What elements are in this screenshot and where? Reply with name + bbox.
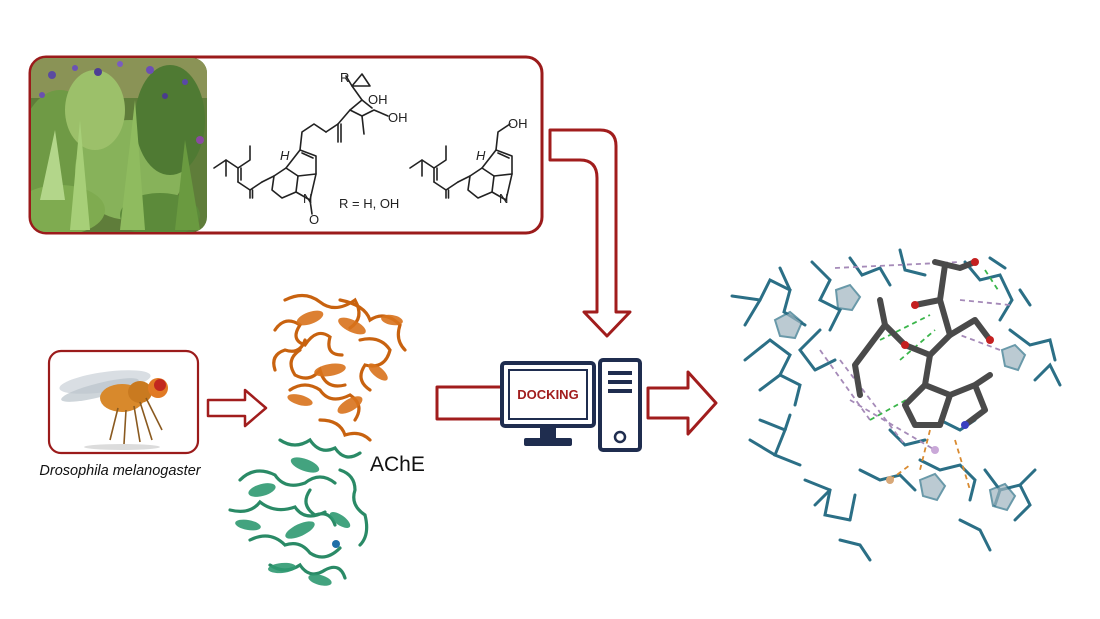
n-right-label: N [499,191,508,206]
oh-right-label: OH [508,116,528,131]
drive-bay-2 [608,380,632,384]
protein-structure [228,293,407,586]
aromatic-rings [773,283,1027,512]
organism-label: Drosophila melanogaster [39,463,201,479]
protein-chain-green [228,437,369,580]
protein-label: AChE [370,453,425,476]
o-nox-label: O [309,212,319,227]
drive-bay-1 [608,371,632,375]
protein-helices-orange [287,310,403,414]
structure-free-base-labels: OH H N [476,116,528,206]
monitor-base [524,438,572,446]
r-group-label: R [340,70,349,85]
structure-free-base [409,123,513,201]
organism-panel [47,349,200,455]
oh-top-label: OH [368,92,388,107]
protein-helices-green [235,457,351,586]
monitor-neck [540,428,556,438]
arrow-organism-to-protein [206,388,268,428]
structure-n-oxide [213,73,389,215]
n-label: N [303,191,312,206]
active-site-marker [332,540,340,548]
ligand-atoms [886,258,994,484]
oh-middle-label: OH [388,110,408,125]
arrow-docking-to-result [646,370,718,436]
plant-photo [31,58,207,232]
docking-computer: DOCKING [500,358,642,452]
drive-bay-3 [608,389,632,393]
compounds-panel: R OH OH H N O R = H, OH OH H N [28,55,544,235]
ligand-sticks [852,259,993,428]
docking-label: DOCKING [517,387,578,402]
power-button-icon [613,430,627,444]
structure-n-oxide-labels: R OH OH H N O R = H, OH [280,70,408,227]
r-definition-label: R = H, OH [339,196,399,211]
monitor-screen [508,369,588,420]
arrow-protein-to-docking [435,385,507,421]
h-left-label: H [280,148,290,163]
fruit-fly-image [59,370,168,450]
docking-pose [730,248,1062,562]
bent-arrow-compounds-to-docking [548,128,632,338]
h-right-label: H [476,148,486,163]
interaction-lines [819,261,1011,491]
